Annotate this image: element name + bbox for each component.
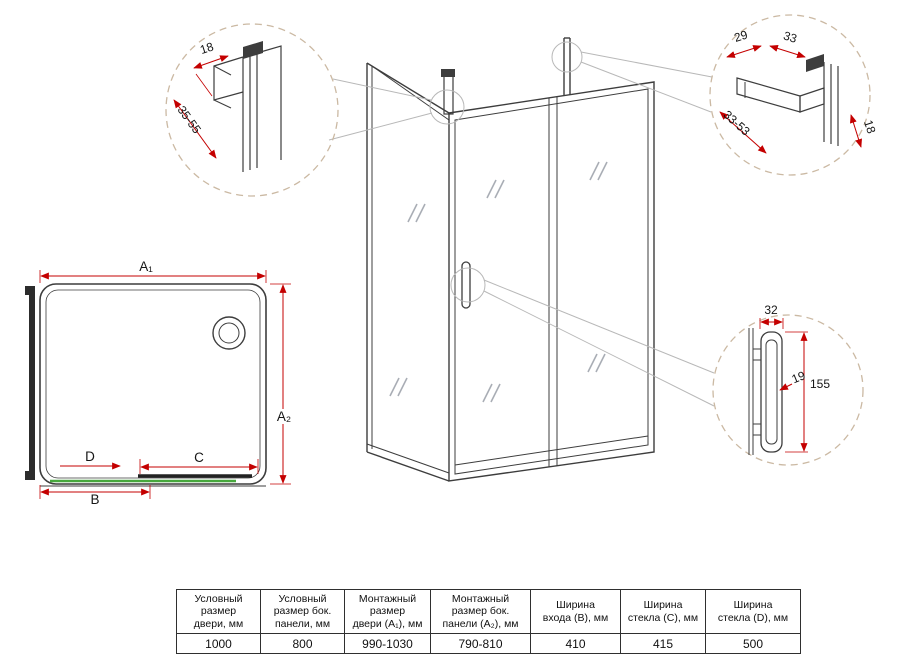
spec-header-panel-nominal: Условный размер бок. панели, мм: [260, 588, 345, 635]
dim-label-33-53: 33-53: [721, 108, 753, 139]
detail-circle-right: [709, 14, 871, 176]
dim-label-33: 33: [782, 29, 799, 46]
door-handle: [461, 261, 471, 309]
spec-header-entry-width: Ширина входа (B), мм: [530, 588, 621, 635]
plan-view-dimensions: [39, 270, 291, 499]
dim-label-18-right: 18: [861, 118, 879, 135]
detail-right-profile: [736, 54, 839, 146]
plan-label-d: D: [85, 449, 95, 464]
spec-table-header-row: Условный размер двери, мм Условный разме…: [176, 588, 801, 635]
detail-circle-handle: [712, 314, 864, 466]
dim-label-32: 32: [764, 303, 778, 317]
plan-label-a1: A₁: [139, 259, 153, 274]
glass-reflection-marks: [389, 161, 608, 403]
isometric-enclosure-view: [366, 37, 655, 482]
dim-label-18-left: 18: [198, 39, 215, 57]
dim-label-35-55: 35-55: [175, 103, 205, 136]
technical-drawing-svg: 18 35-55 29 33 33-53 18 32 1: [25, 14, 879, 507]
spec-header-glass-c: Ширина стекла (C), мм: [620, 588, 706, 635]
plan-label-a2: A₂: [277, 409, 291, 424]
spec-header-door-mount: Монтажный размер двери (A₁), мм: [344, 588, 431, 635]
plan-label-b: B: [90, 492, 99, 507]
detail-left-dimensions: [173, 55, 229, 159]
detail-left-profile: [213, 41, 282, 172]
dim-label-155: 155: [810, 377, 830, 391]
dim-label-19: 19: [790, 368, 808, 386]
dim-label-29: 29: [732, 27, 749, 44]
a2-label-mask: [272, 409, 295, 424]
plan-view-tray: [25, 283, 267, 487]
detail-circle-left: [165, 23, 339, 197]
detail-right-dimensions: [719, 45, 862, 154]
plan-label-c: C: [194, 450, 204, 465]
spec-header-panel-mount: Монтажный размер бок. панели (A₂), мм: [430, 588, 531, 635]
spec-header-glass-d: Ширина стекла (D), мм: [705, 588, 801, 635]
spec-header-door-nominal: Условный размер двери, мм: [176, 588, 261, 635]
detail-handle-drawing: [748, 328, 783, 455]
detail-handle-dimensions: [759, 318, 808, 453]
detail-leader-lines: [328, 41, 715, 407]
spec-table: Условный размер двери, мм Условный разме…: [176, 588, 801, 654]
